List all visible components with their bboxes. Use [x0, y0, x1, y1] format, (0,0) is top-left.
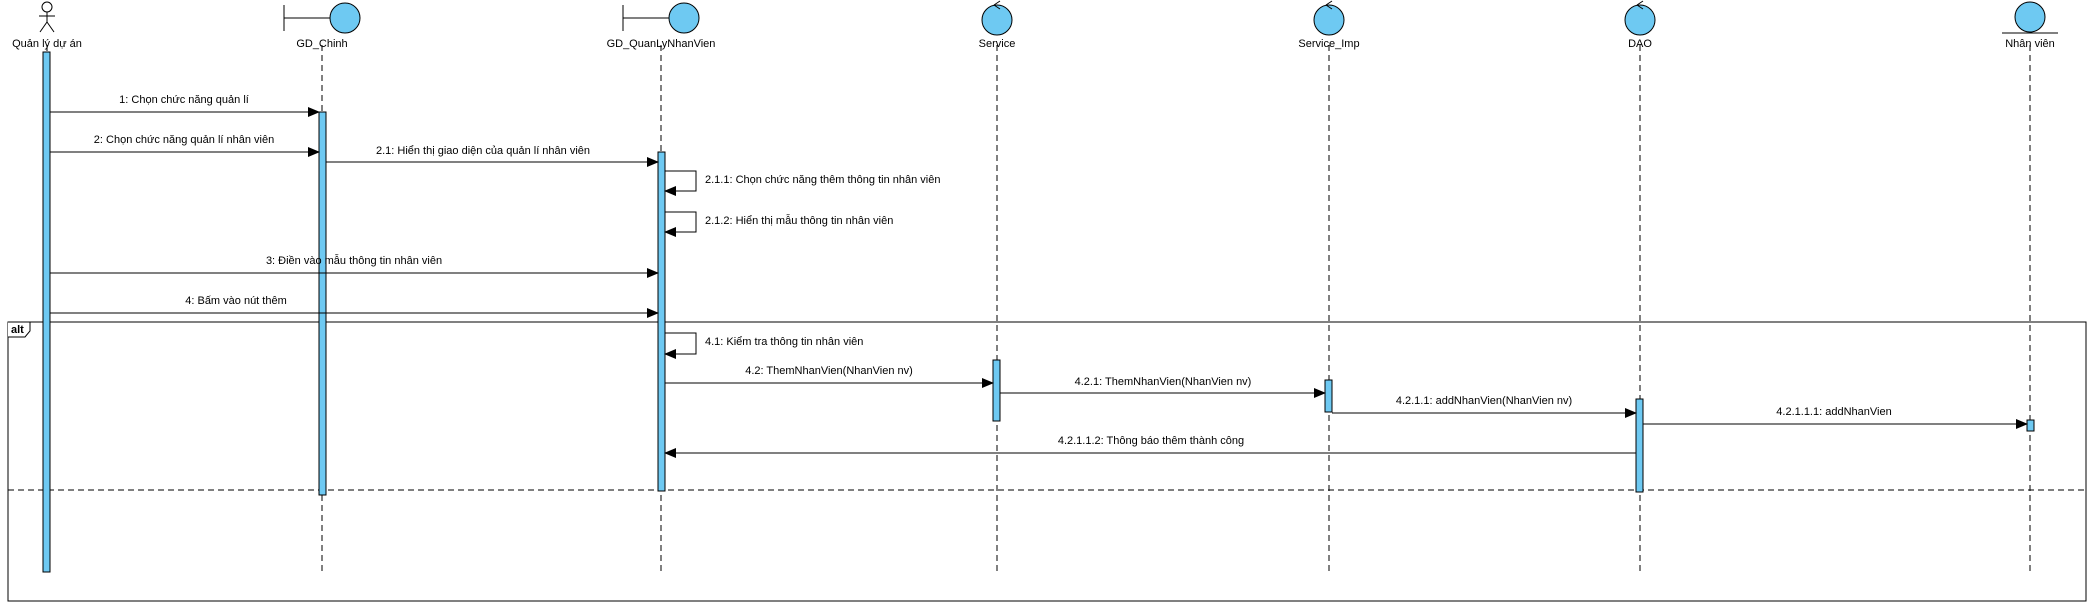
activation-quan-ly-du-an — [42, 51, 51, 573]
boundary-icon — [622, 2, 700, 34]
activation-service-imp — [1324, 379, 1333, 413]
actor-icon — [39, 1, 55, 33]
message-4-2-1-1-2-return: 4.2.1.1.2: Thông báo thêm thành công — [664, 435, 1636, 458]
lifeline-label-gd-chinh: GD_Chinh — [296, 38, 347, 50]
boundary-head-gd-chinh: GD_Chinh — [283, 2, 361, 50]
message-label: 4.2.1: ThemNhanVien(NhanVien nv) — [1075, 376, 1252, 388]
message-2: 2: Chọn chức năng quản lí nhân viên — [50, 134, 320, 157]
boundary-icon — [283, 2, 361, 34]
control-icon — [981, 0, 1013, 36]
self-message-2-1-1: 2.1.1: Chọn chức năng thêm thông tin nhâ… — [664, 170, 940, 196]
activations — [42, 51, 2035, 573]
activation-service — [992, 359, 1001, 422]
entity-head-nhan-vien: Nhân viên — [2002, 1, 2058, 50]
control-head-dao: DAO — [1624, 0, 1656, 50]
lifeline-label-dao: DAO — [1628, 38, 1652, 50]
message-3: 3: Điền vào mẫu thông tin nhân viên — [50, 254, 659, 278]
lifeline-label-quan-ly-du-an: Quản lý dự án — [12, 38, 82, 50]
alt-fragment: alt — [7, 321, 2087, 602]
self-message-2-1-2: 2.1.2: Hiển thị mẫu thông tin nhân viên — [664, 211, 893, 237]
message-1: 1: Chọn chức năng quản lí — [50, 94, 320, 117]
message-label: 4.2.1.1.2: Thông báo thêm thành công — [1058, 435, 1244, 447]
message-label: 4.2.1.1: addNhanVien(NhanVien nv) — [1396, 395, 1572, 407]
activation-gd-quanlynhanvien — [657, 151, 666, 492]
message-label: 4.1: Kiểm tra thông tin nhân viên — [705, 336, 863, 348]
message-label: 2.1: Hiển thị giao diện của quản lí nhân… — [376, 145, 590, 157]
message-4-2-1-1-1: 4.2.1.1.1: addNhanVien — [1643, 406, 2028, 429]
control-icon — [1313, 0, 1345, 36]
message-label: 2: Chọn chức năng quản lí nhân viên — [94, 134, 274, 146]
self-message-4-1: 4.1: Kiểm tra thông tin nhân viên — [664, 332, 863, 359]
message-label: 1: Chọn chức năng quản lí — [119, 94, 249, 106]
control-head-service-imp: Service_Imp — [1298, 0, 1360, 50]
message-label: 3: Điền vào mẫu thông tin nhân viên — [266, 254, 442, 267]
message-4-2-1-1: 4.2.1.1: addNhanVien(NhanVien nv) — [1332, 395, 1637, 418]
alt-operator-label: alt — [11, 324, 24, 336]
entity-icon — [2002, 1, 2058, 34]
activation-gd-chinh — [318, 111, 327, 496]
message-4-2: 4.2: ThemNhanVien(NhanVien nv) — [665, 365, 994, 388]
lifeline-label-nhan-vien: Nhân viên — [2005, 38, 2055, 50]
message-label: 4: Bấm vào nút thêm — [185, 295, 287, 307]
lifeline-label-service-imp: Service_Imp — [1298, 38, 1359, 50]
control-head-service: Service — [979, 0, 1016, 50]
messages: 1: Chọn chức năng quản lí 2: Chọn chức n… — [50, 94, 2028, 458]
actor-head: Quản lý dự án — [12, 1, 82, 50]
activation-dao — [1635, 398, 1644, 493]
message-label: 4.2: ThemNhanVien(NhanVien nv) — [745, 365, 913, 377]
lifelines — [46, 45, 2031, 572]
lifeline-label-service: Service — [979, 38, 1016, 50]
control-icon — [1624, 0, 1656, 36]
message-4-2-1: 4.2.1: ThemNhanVien(NhanVien nv) — [1000, 376, 1326, 398]
lifeline-label-gd-quanlynhanvien: GD_QuanLyNhanVien — [607, 38, 716, 50]
message-2-1: 2.1: Hiển thị giao diện của quản lí nhân… — [326, 145, 659, 167]
message-label: 2.1.1: Chọn chức năng thêm thông tin nhâ… — [705, 174, 940, 186]
message-label: 4.2.1.1.1: addNhanVien — [1776, 406, 1891, 418]
message-label: 2.1.2: Hiển thị mẫu thông tin nhân viên — [705, 214, 893, 227]
activation-nhan-vien — [2026, 419, 2035, 432]
boundary-head-gd-quanlynhanvien: GD_QuanLyNhanVien — [607, 2, 716, 50]
message-4: 4: Bấm vào nút thêm — [50, 295, 659, 318]
